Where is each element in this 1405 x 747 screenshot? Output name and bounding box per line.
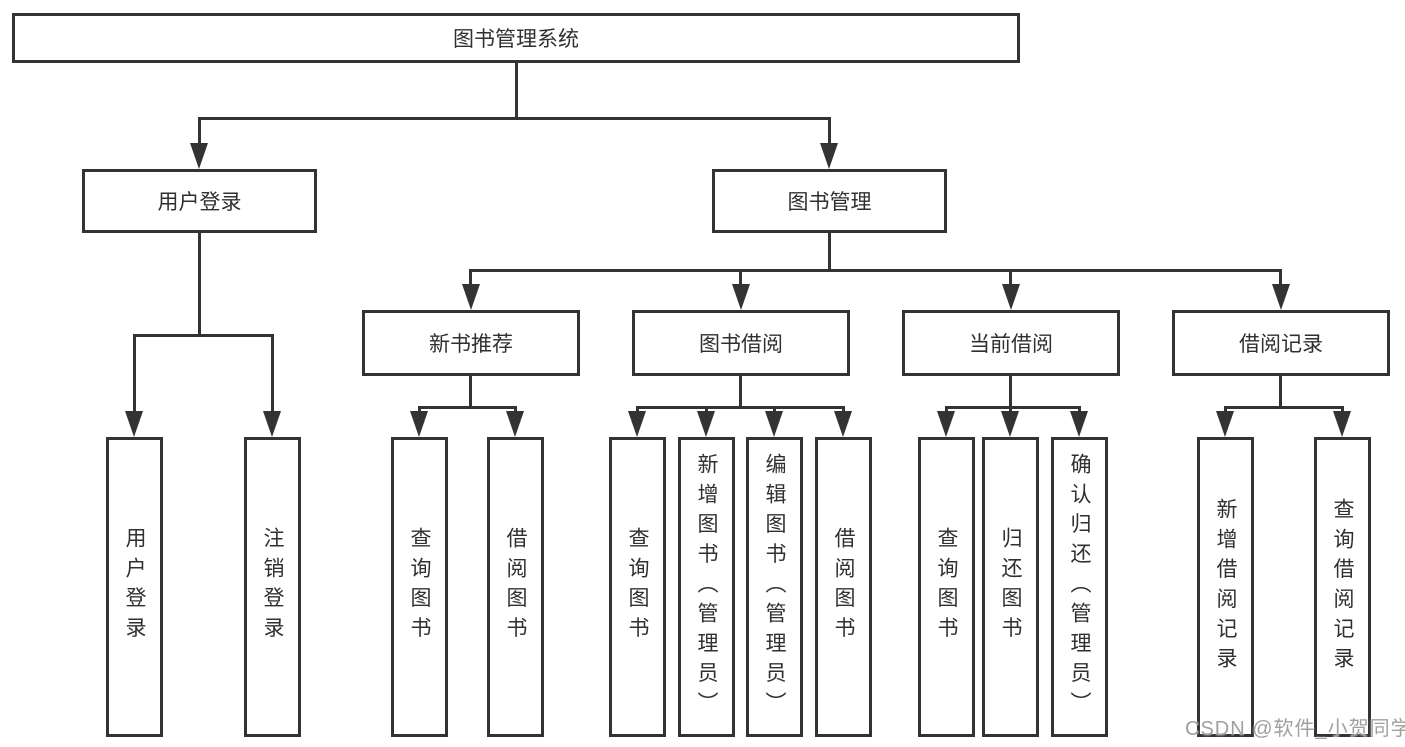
arrow-new-book-rec xyxy=(462,284,480,310)
arrow-cb-query xyxy=(937,411,955,437)
connector-drop-borrow-records xyxy=(1279,269,1282,289)
leaf-cb-return-books: 归还图书 xyxy=(982,437,1039,737)
leaf-br-add-record: 新增借阅记录 xyxy=(1197,437,1254,737)
connector-drop-ul-login xyxy=(133,334,136,416)
node-book-mgmt-label: 图书管理 xyxy=(787,191,872,214)
node-user-login: 用户登录 xyxy=(82,169,317,233)
node-current-borrow-label: 当前借阅 xyxy=(969,333,1053,356)
leaf-logout-label: 注销登录 xyxy=(261,527,284,647)
leaf-rec-borrow-books: 借阅图书 xyxy=(487,437,544,737)
connector-level3-bus xyxy=(469,269,1282,272)
connector-book-borrow-bus xyxy=(636,406,845,409)
connector-current-borrow-stub xyxy=(1009,375,1012,409)
connector-borrow-records-bus xyxy=(1224,406,1344,409)
connector-level2-bus xyxy=(198,117,831,120)
leaf-bb-borrow-books: 借阅图书 xyxy=(815,437,872,737)
leaf-logout: 注销登录 xyxy=(244,437,301,737)
leaf-bb-add-books: 新增图书（管理员） xyxy=(678,437,735,737)
leaf-rec-query-books-label: 查询图书 xyxy=(408,527,431,647)
arrow-current-borrow xyxy=(1002,284,1020,310)
arrow-bb-add xyxy=(697,411,715,437)
leaf-bb-edit-books-label: 编辑图书（管理员） xyxy=(763,452,786,722)
arrow-nr-query xyxy=(410,411,428,437)
arrow-nr-borrow xyxy=(506,411,524,437)
connector-user-login-bus xyxy=(133,334,274,337)
leaf-rec-borrow-books-label: 借阅图书 xyxy=(504,527,527,647)
node-user-login-label: 用户登录 xyxy=(157,191,242,214)
arrow-cb-return xyxy=(1001,411,1019,437)
node-book-borrow: 图书借阅 xyxy=(632,310,850,376)
connector-book-borrow-stub xyxy=(739,375,742,409)
leaf-bb-borrow-books-label: 借阅图书 xyxy=(832,527,855,647)
connector-drop-current-borrow xyxy=(1009,269,1012,289)
connector-new-book-rec-stub xyxy=(469,375,472,409)
watermark: CSDN @软件_小贺同学 xyxy=(1185,718,1405,740)
leaf-cb-return-books-label: 归还图书 xyxy=(999,527,1022,647)
node-root-label: 图书管理系统 xyxy=(453,28,579,51)
connector-drop-book-borrow xyxy=(739,269,742,289)
arrow-br-add xyxy=(1216,411,1234,437)
leaf-br-add-record-label: 新增借阅记录 xyxy=(1214,497,1237,677)
connector-borrow-records-stub xyxy=(1279,375,1282,409)
leaf-cb-query-books-label: 查询图书 xyxy=(935,527,958,647)
connector-current-borrow-bus xyxy=(945,406,1081,409)
connector-user-login-stub xyxy=(198,232,201,337)
leaf-rec-query-books: 查询图书 xyxy=(391,437,448,737)
node-root: 图书管理系统 xyxy=(12,13,1020,63)
connector-drop-user-login xyxy=(198,117,201,147)
leaf-cb-confirm-return: 确认归还（管理员） xyxy=(1051,437,1108,737)
connector-drop-book-mgmt xyxy=(828,117,831,147)
arrow-bb-borrow xyxy=(834,411,852,437)
leaf-cb-confirm-return-label: 确认归还（管理员） xyxy=(1068,452,1091,722)
node-borrow-records: 借阅记录 xyxy=(1172,310,1390,376)
leaf-bb-query-books-label: 查询图书 xyxy=(626,527,649,647)
connector-new-book-rec-bus xyxy=(418,406,517,409)
arrow-br-query xyxy=(1333,411,1351,437)
arrow-user-login xyxy=(190,143,208,169)
leaf-user-login-label: 用户登录 xyxy=(123,527,146,647)
node-borrow-records-label: 借阅记录 xyxy=(1239,333,1323,356)
node-current-borrow: 当前借阅 xyxy=(902,310,1120,376)
arrow-book-mgmt xyxy=(820,143,838,169)
connector-drop-ul-logout xyxy=(271,334,274,416)
arrow-ul-logout xyxy=(263,411,281,437)
connector-drop-new-book-rec xyxy=(469,269,472,289)
arrow-book-borrow xyxy=(732,284,750,310)
arrow-bb-edit xyxy=(765,411,783,437)
leaf-br-query-record-label: 查询借阅记录 xyxy=(1331,497,1354,677)
leaf-bb-query-books: 查询图书 xyxy=(609,437,666,737)
arrow-ul-login xyxy=(125,411,143,437)
connector-book-mgmt-stub xyxy=(828,232,831,272)
node-book-borrow-label: 图书借阅 xyxy=(699,333,783,356)
connector-root-stub xyxy=(515,62,518,120)
node-book-mgmt: 图书管理 xyxy=(712,169,947,233)
leaf-br-query-record: 查询借阅记录 xyxy=(1314,437,1371,737)
node-new-book-rec-label: 新书推荐 xyxy=(429,333,513,356)
arrow-cb-confirm xyxy=(1070,411,1088,437)
arrow-borrow-records xyxy=(1272,284,1290,310)
node-new-book-rec: 新书推荐 xyxy=(362,310,580,376)
leaf-cb-query-books: 查询图书 xyxy=(918,437,975,737)
arrow-bb-query xyxy=(628,411,646,437)
leaf-bb-edit-books: 编辑图书（管理员） xyxy=(746,437,803,737)
leaf-bb-add-books-label: 新增图书（管理员） xyxy=(695,452,718,722)
leaf-user-login: 用户登录 xyxy=(106,437,163,737)
